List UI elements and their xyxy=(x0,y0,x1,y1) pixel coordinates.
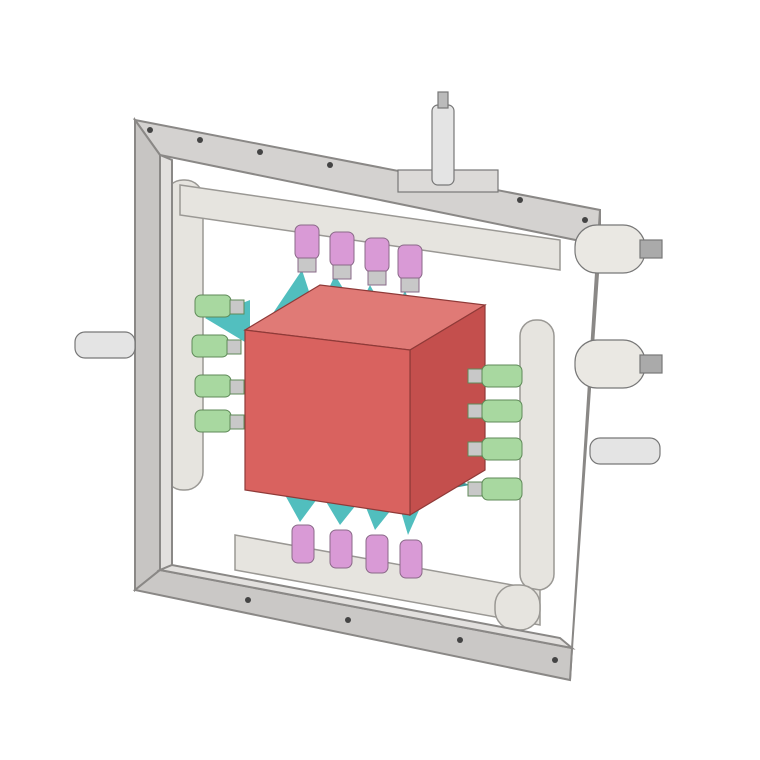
side-actuators xyxy=(74,224,663,465)
top-actuator xyxy=(397,91,499,193)
red-target-cube xyxy=(243,284,487,517)
top-nozzles xyxy=(294,224,423,293)
right-nozzles xyxy=(467,364,523,501)
steel-frame xyxy=(132,116,601,682)
left-nozzles xyxy=(191,294,245,433)
bottom-nozzles xyxy=(291,524,423,579)
frame-bolts xyxy=(147,127,588,663)
